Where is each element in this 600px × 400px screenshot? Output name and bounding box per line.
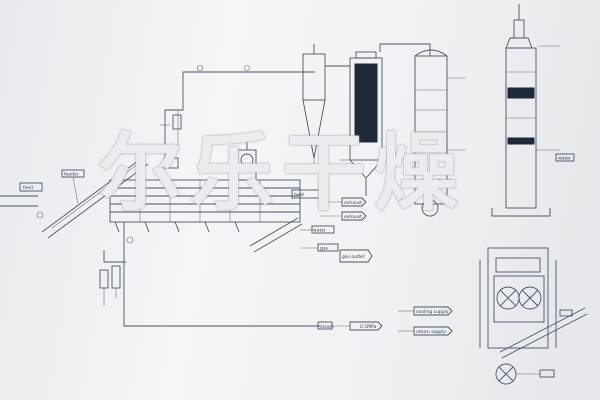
feed-left-label: feed	[23, 185, 33, 191]
scrubber-tower: V=1.5m³	[379, 43, 466, 217]
detail-inset-drum	[479, 247, 588, 385]
brand-watermark: 尔乐干燥	[98, 123, 467, 222]
heater-tag-label: heat	[294, 192, 304, 198]
gas-tags: exhaust exhaust water gas gas outlet	[300, 197, 373, 263]
cyclone-separator	[302, 44, 350, 165]
gas-d-label: gas	[320, 247, 329, 252]
utility-piping: 0.5MPa steam cooling supply return suppl…	[123, 222, 453, 336]
feed-inlet: feed	[0, 182, 44, 219]
exhaust-duct	[160, 65, 315, 158]
gas-c-label: water	[313, 228, 326, 234]
discharge-conveyor: heat	[249, 189, 329, 253]
gas-e-label: gas outlet	[342, 254, 365, 260]
scrubber-tag-label: water	[558, 156, 571, 162]
cooling-return-label: return supply	[416, 329, 446, 335]
steam-label: 0.5MPa	[360, 324, 377, 330]
inclined-screw-conveyor: feeder	[41, 157, 149, 239]
bag-filter	[340, 51, 383, 196]
gas-b-label: exhaust	[344, 214, 362, 220]
left-instruments	[99, 236, 134, 306]
cooling-supply-label: cooling supply	[416, 309, 449, 315]
belt-dryer	[109, 140, 301, 233]
gas-a-label: exhaust	[344, 200, 362, 206]
steam-tag-label: steam	[320, 324, 334, 330]
absorber-stack: water	[491, 4, 575, 217]
tank-volume-label: V=1.5m³	[420, 178, 452, 186]
feeder-label: feeder	[64, 172, 79, 178]
